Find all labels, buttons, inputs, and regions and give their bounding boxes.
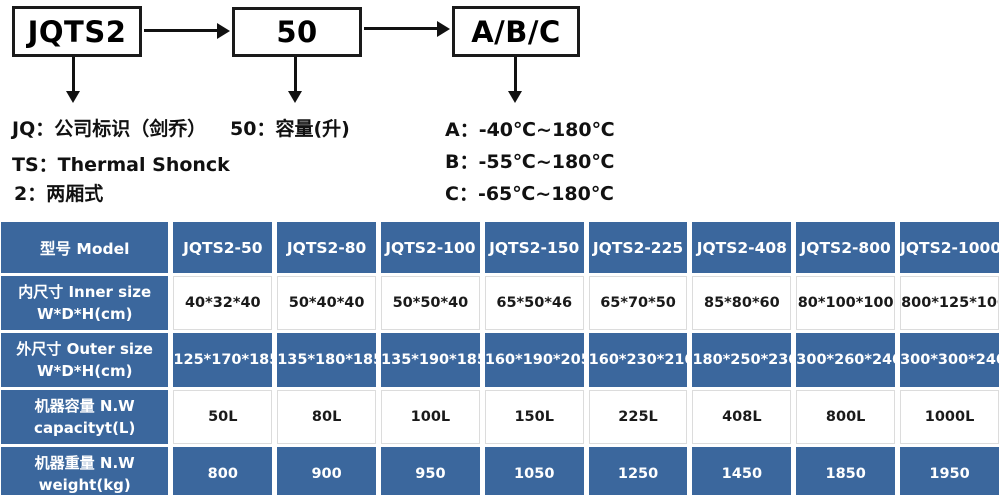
row-label: 外尺寸 Outer size W*D*H(cm): [1, 333, 169, 387]
row-label-en: capacityt(L): [34, 419, 136, 437]
table-cell: 40*32*40: [173, 276, 273, 330]
note-temp-range-a: A：-40℃~180℃: [445, 119, 615, 141]
note-temp-range-b: B：-55℃~180℃: [445, 151, 615, 173]
note-two-zone: 2：两厢式: [14, 183, 104, 205]
column-header: JQTS2-1000: [900, 222, 999, 273]
table-cell: 300*300*240: [900, 333, 999, 387]
table-cell: 65*50*46: [484, 276, 584, 330]
table-cell: 1450: [692, 447, 792, 495]
column-header: JQTS2-225: [588, 222, 688, 273]
table-row-inner-size: 内尺寸 Inner size W*D*H(cm) 40*32*40 50*40*…: [1, 276, 999, 330]
table-cell: 100L: [381, 390, 480, 444]
table-cell: 80L: [277, 390, 377, 444]
table-header-row: 型号 Model JQTS2-50 JQTS2-80 JQTS2-100 JQT…: [1, 222, 999, 273]
row-label: 内尺寸 Inner size W*D*H(cm): [1, 276, 169, 330]
row-label-cn: 机器容量 N.W: [34, 397, 135, 415]
table-row-outer-size: 外尺寸 Outer size W*D*H(cm) 125*170*185 135…: [1, 333, 999, 387]
table-cell: 150L: [484, 390, 584, 444]
arrow-down-icon: [508, 57, 522, 103]
table-cell: 135*180*185: [277, 333, 377, 387]
arrow-down-icon: [66, 57, 80, 103]
table-cell: 50*50*40: [381, 276, 480, 330]
table-cell: 160*230*210: [588, 333, 688, 387]
column-header: JQTS2-100: [381, 222, 480, 273]
model-code-box-jqts2: JQTS2: [12, 6, 142, 57]
model-code-box-temp-grade: A/B/C: [452, 6, 580, 57]
table-cell: 1000L: [900, 390, 999, 444]
table-cell: 408L: [692, 390, 792, 444]
row-label: 机器重量 N.W weight(kg): [1, 447, 169, 495]
arrow-down-icon: [288, 57, 302, 103]
table-cell: 125*170*185: [173, 333, 273, 387]
table-cell: 1050: [484, 447, 584, 495]
column-header: JQTS2-50: [173, 222, 273, 273]
row-label-en: W*D*H(cm): [36, 362, 133, 380]
table-cell: 80*100*100: [796, 276, 896, 330]
table-row-capacity: 机器容量 N.W capacityt(L) 50L 80L 100L 150L …: [1, 390, 999, 444]
table-cell: 180*250*230: [692, 333, 792, 387]
table-cell: 50*40*40: [277, 276, 377, 330]
table-cell: 225L: [588, 390, 688, 444]
table-cell: 800: [173, 447, 273, 495]
table-cell: 1950: [900, 447, 999, 495]
row-label-en: weight(kg): [38, 476, 131, 494]
table-cell: 900: [277, 447, 377, 495]
note-thermal-shock: TS：Thermal Shonck: [12, 154, 230, 176]
arrow-right-icon: [364, 20, 450, 37]
table-cell: 160*190*205: [484, 333, 584, 387]
table-cell: 85*80*60: [692, 276, 792, 330]
column-header: JQTS2-800: [796, 222, 896, 273]
row-label-cn: 外尺寸 Outer size: [16, 340, 153, 358]
table-cell: 800*125*100: [900, 276, 999, 330]
column-header: JQTS2-150: [484, 222, 584, 273]
model-code-box-capacity: 50: [232, 7, 362, 57]
column-header: JQTS2-408: [692, 222, 792, 273]
table-cell: 800L: [796, 390, 896, 444]
table-cell: 1850: [796, 447, 896, 495]
spec-table: 型号 Model JQTS2-50 JQTS2-80 JQTS2-100 JQT…: [0, 219, 1000, 495]
column-header-model: 型号 Model: [1, 222, 169, 273]
row-label: 机器容量 N.W capacityt(L): [1, 390, 169, 444]
table-cell: 950: [381, 447, 480, 495]
table-cell: 65*70*50: [588, 276, 688, 330]
arrow-right-icon: [144, 22, 230, 39]
note-company-id: JQ：公司标识（剑乔）: [12, 118, 207, 140]
table-cell: 300*260*240: [796, 333, 896, 387]
table-cell: 50L: [173, 390, 273, 444]
row-label-en: W*D*H(cm): [36, 305, 133, 323]
table-cell: 1250: [588, 447, 688, 495]
note-temp-range-c: C：-65℃~180℃: [445, 183, 614, 205]
column-header: JQTS2-80: [277, 222, 377, 273]
note-capacity: 50：容量(升): [230, 118, 350, 140]
table-row-weight: 机器重量 N.W weight(kg) 800 900 950 1050 125…: [1, 447, 999, 495]
row-label-cn: 机器重量 N.W: [34, 454, 135, 472]
row-label-cn: 内尺寸 Inner size: [18, 283, 152, 301]
table-cell: 135*190*185: [381, 333, 480, 387]
